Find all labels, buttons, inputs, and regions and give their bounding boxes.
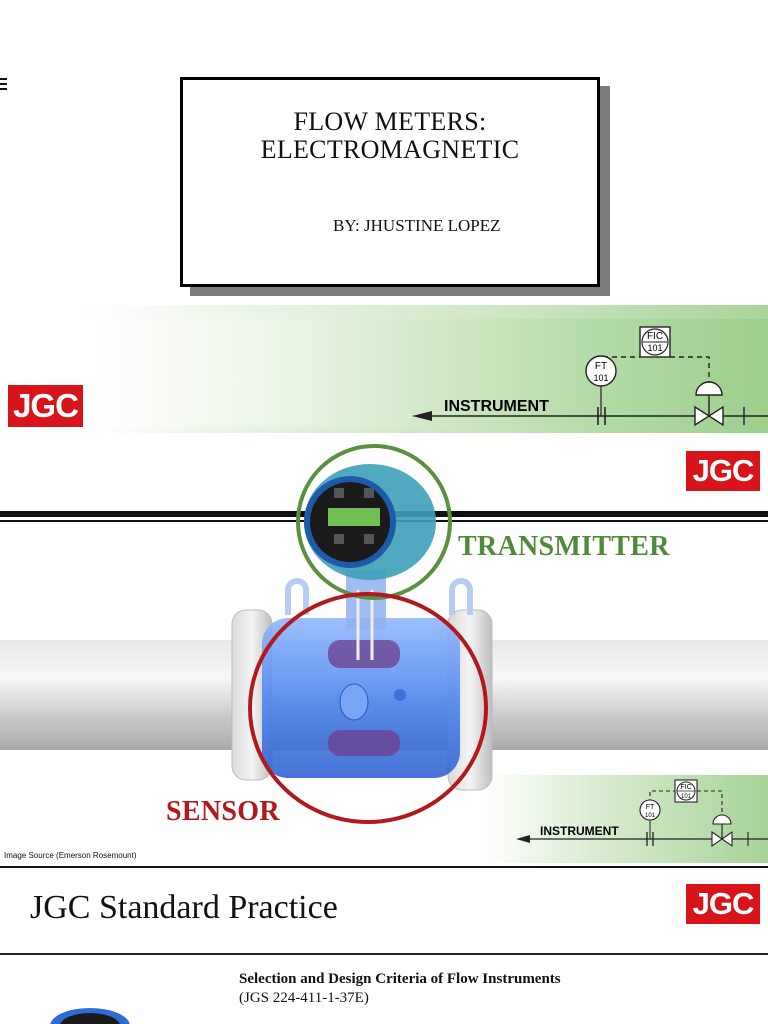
ft-tag-number: 101 — [593, 373, 608, 383]
corner-marks — [0, 78, 7, 93]
flowmeter-illustration — [0, 444, 768, 824]
image-source-caption: Image Source (Emerson Rosemount) — [4, 851, 137, 860]
jgc-logo: JGC — [8, 385, 83, 427]
author-line: BY: JHUSTINE LOPEZ — [333, 216, 501, 235]
sensor-label: SENSOR — [166, 796, 280, 827]
slide4-title: JGC Standard Practice — [30, 889, 338, 926]
mini-ft-tag: FT — [646, 804, 655, 811]
title-line-2: ELECTROMAGNETIC — [260, 135, 520, 164]
instrument-diagram: FIC 101 FT 101 INSTRUMENT — [412, 326, 768, 427]
mini-instrument-label: INSTRUMENT — [540, 824, 619, 838]
lcd-display — [328, 508, 380, 526]
banner-stripe-top — [0, 305, 768, 319]
mini-instrument-banner: FIC 101 FT 101 INSTRUMENT — [480, 775, 768, 863]
fic-tag: FIC — [647, 331, 663, 342]
mini-instrument-diagram: FIC 101 FT 101 INSTRUMENT — [516, 779, 768, 848]
mini-ft-tag-number: 101 — [645, 813, 656, 819]
sensor-highlight-circle — [248, 592, 488, 824]
jgc-logo: JGC — [686, 884, 760, 924]
transmitter-highlight-circle — [296, 444, 452, 600]
title-box: FLOW METERS: ELECTROMAGNETIC BY: JHUSTIN… — [180, 77, 600, 287]
mini-fic-tag: FIC — [680, 784, 691, 791]
banner-stripe-bottom — [0, 427, 768, 433]
jgc-logo: JGC — [686, 451, 760, 491]
slide4-code: (JGS 224-411-1-37E) — [239, 990, 369, 1006]
mini-fic-tag-number: 101 — [681, 794, 692, 800]
flowmeter-thumbnail — [50, 1008, 130, 1024]
slide4-subtitle: Selection and Design Criteria of Flow In… — [239, 971, 561, 987]
fic-tag-number: 101 — [647, 343, 662, 353]
instrument-banner: JGC FIC 101 FT 101 INSTRUMENT — [0, 305, 768, 433]
slide-title: FLOW METERS: ELECTROMAGNETIC — [183, 108, 597, 164]
slide4-divider — [0, 953, 768, 955]
title-line-1: FLOW METERS: — [293, 107, 487, 136]
ft-tag: FT — [595, 361, 607, 372]
slide4-top-rule — [0, 866, 768, 868]
transmitter-label: TRANSMITTER — [458, 531, 670, 562]
instrument-label: INSTRUMENT — [444, 398, 549, 415]
